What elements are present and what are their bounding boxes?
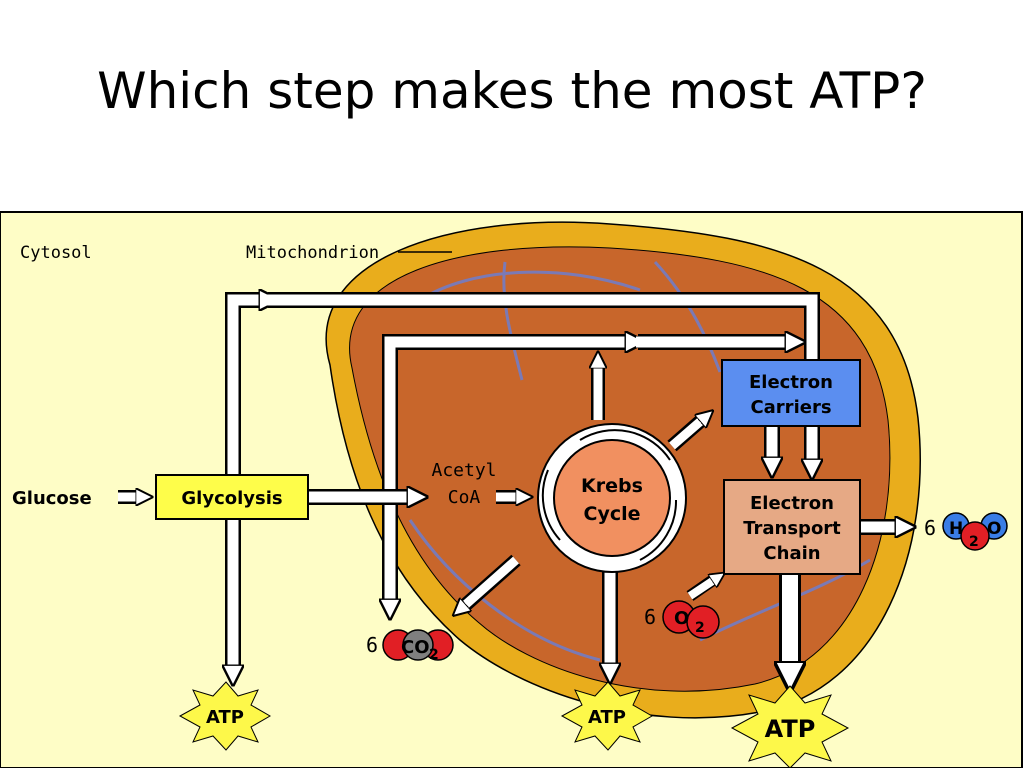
co2-subscript: 2 — [429, 647, 439, 663]
atp-star-etc: ATP — [730, 685, 850, 768]
mitochondrion-label: Mitochondrion — [246, 243, 379, 263]
co2-molecule: 6 CO 2 — [366, 629, 454, 663]
glycolysis-box — [155, 474, 309, 520]
etc-line3: Chain — [763, 543, 820, 564]
acetyl-coa-arrows — [390, 342, 790, 604]
cytosol-label: Cytosol — [20, 243, 92, 263]
etc-line1: Electron — [750, 493, 834, 514]
coa-label: CoA — [448, 487, 481, 508]
atp-glycolysis-label: ATP — [206, 707, 244, 728]
atp-krebs-label: ATP — [588, 707, 626, 728]
acetyl-label: Acetyl — [431, 460, 496, 481]
cycle-label: Cycle — [584, 503, 641, 525]
slide-title: Which step makes the most ATP? — [97, 62, 927, 120]
electron-carriers-line1: Electron — [749, 372, 833, 393]
glycolysis-label: Glycolysis — [181, 488, 282, 509]
o2-molecule: 6 O 2 — [644, 600, 720, 639]
glucose-label: Glucose — [12, 488, 92, 509]
electron-carriers-box — [721, 359, 861, 427]
atp-star-glycolysis: ATP — [178, 681, 271, 751]
o2-count: 6 — [644, 605, 656, 629]
mitochondrion-crista-top — [419, 260, 722, 381]
electron-carriers-line2: Carriers — [750, 397, 831, 418]
etc-box — [723, 479, 861, 575]
krebs-cycle-arrows — [541, 429, 678, 561]
h2o-count: 6 — [924, 516, 936, 540]
atp-star-krebs: ATP — [560, 681, 653, 751]
co2-count: 6 — [366, 633, 378, 657]
o2-formula: O — [674, 608, 689, 629]
h2o-molecule: 6 H 2 O — [924, 512, 1008, 551]
o2-subscript: 2 — [695, 620, 705, 636]
h2o-subscript: 2 — [969, 534, 979, 550]
h2o-pre: H — [949, 519, 963, 539]
co2-formula: CO — [401, 637, 430, 658]
atp-etc-label: ATP — [765, 715, 816, 743]
h2o-post: O — [987, 519, 1001, 539]
etc-line2: Transport — [743, 518, 841, 539]
krebs-label: Krebs — [581, 475, 643, 497]
krebs-cycle-core — [553, 439, 671, 557]
